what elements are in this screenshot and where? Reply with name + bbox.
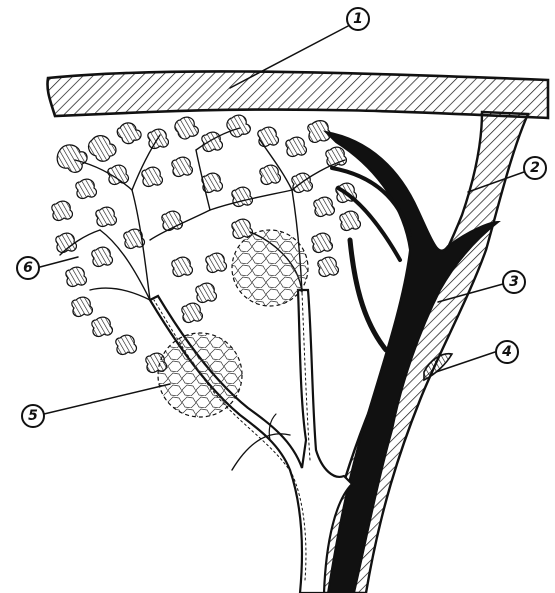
leader-line-5 <box>44 384 170 414</box>
label-1-text: 1 <box>353 11 363 27</box>
label-1: 1 <box>347 8 369 30</box>
main-vessel-horizontal <box>47 71 548 118</box>
label-3-text: 3 <box>509 274 519 290</box>
label-4-text: 4 <box>501 344 512 360</box>
label-5-text: 5 <box>28 408 38 424</box>
label-6-text: 6 <box>23 260 33 276</box>
label-5: 5 <box>22 405 44 427</box>
leader-line-6 <box>40 257 78 267</box>
label-4: 4 <box>496 341 518 363</box>
label-2: 2 <box>524 157 546 179</box>
label-2-text: 2 <box>530 160 540 176</box>
label-3: 3 <box>503 271 525 293</box>
label-6: 6 <box>17 257 39 279</box>
